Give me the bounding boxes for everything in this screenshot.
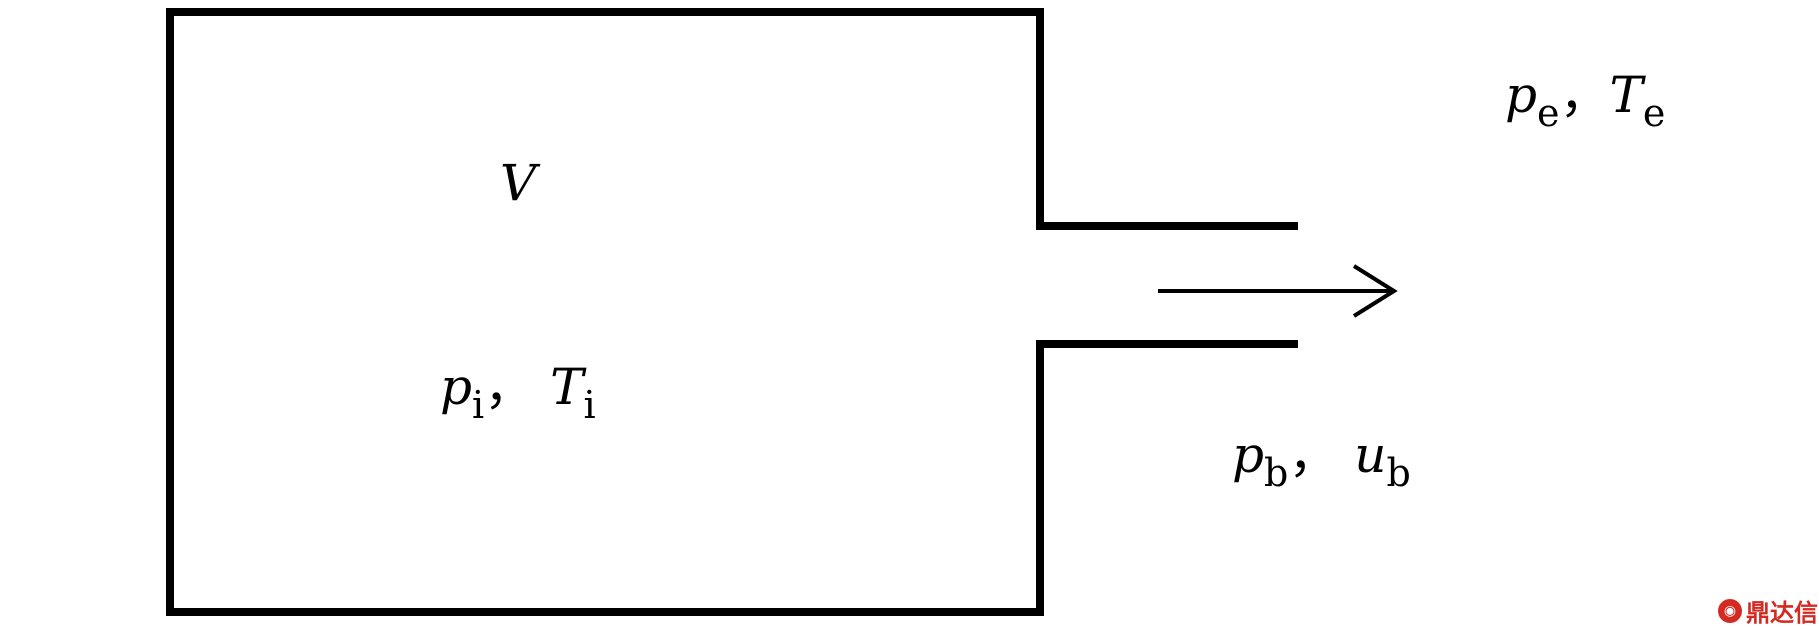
- nozzle-pressure-subscript: b: [1264, 451, 1289, 495]
- exit-state-label: pe，Te: [1505, 70, 1665, 132]
- flow-arrow: [1158, 264, 1398, 318]
- nozzle-pressure-symbol: p: [1232, 426, 1265, 484]
- watermark: ◉ 鼎达信: [1718, 593, 1818, 628]
- exit-separator: ，: [1559, 66, 1610, 124]
- interior-temperature-subscript: i: [583, 383, 596, 427]
- volume-label: V: [500, 158, 536, 208]
- nozzle-state-label: pb， ub: [1232, 430, 1411, 492]
- interior-state-label: pi， Ti: [440, 362, 596, 424]
- nozzle-velocity-symbol: u: [1354, 426, 1387, 484]
- interior-pressure-subscript: i: [472, 383, 485, 427]
- interior-pressure-symbol: p: [440, 358, 473, 416]
- interior-temperature-symbol: T: [550, 358, 584, 416]
- volume-symbol: V: [500, 154, 537, 212]
- interior-separator: ，: [484, 358, 535, 416]
- exit-temperature-symbol: T: [1609, 66, 1643, 124]
- vessel-outline: [166, 8, 1044, 616]
- exit-pressure-subscript: e: [1537, 91, 1560, 135]
- exit-pressure-symbol: p: [1505, 66, 1538, 124]
- nozzle-separator: ，: [1288, 426, 1339, 484]
- watermark-text: 鼎达信: [1746, 599, 1818, 627]
- nozzle-velocity-subscript: b: [1386, 451, 1411, 495]
- exit-temperature-subscript: e: [1642, 91, 1666, 135]
- watermark-logo-icon: ◉: [1718, 598, 1742, 623]
